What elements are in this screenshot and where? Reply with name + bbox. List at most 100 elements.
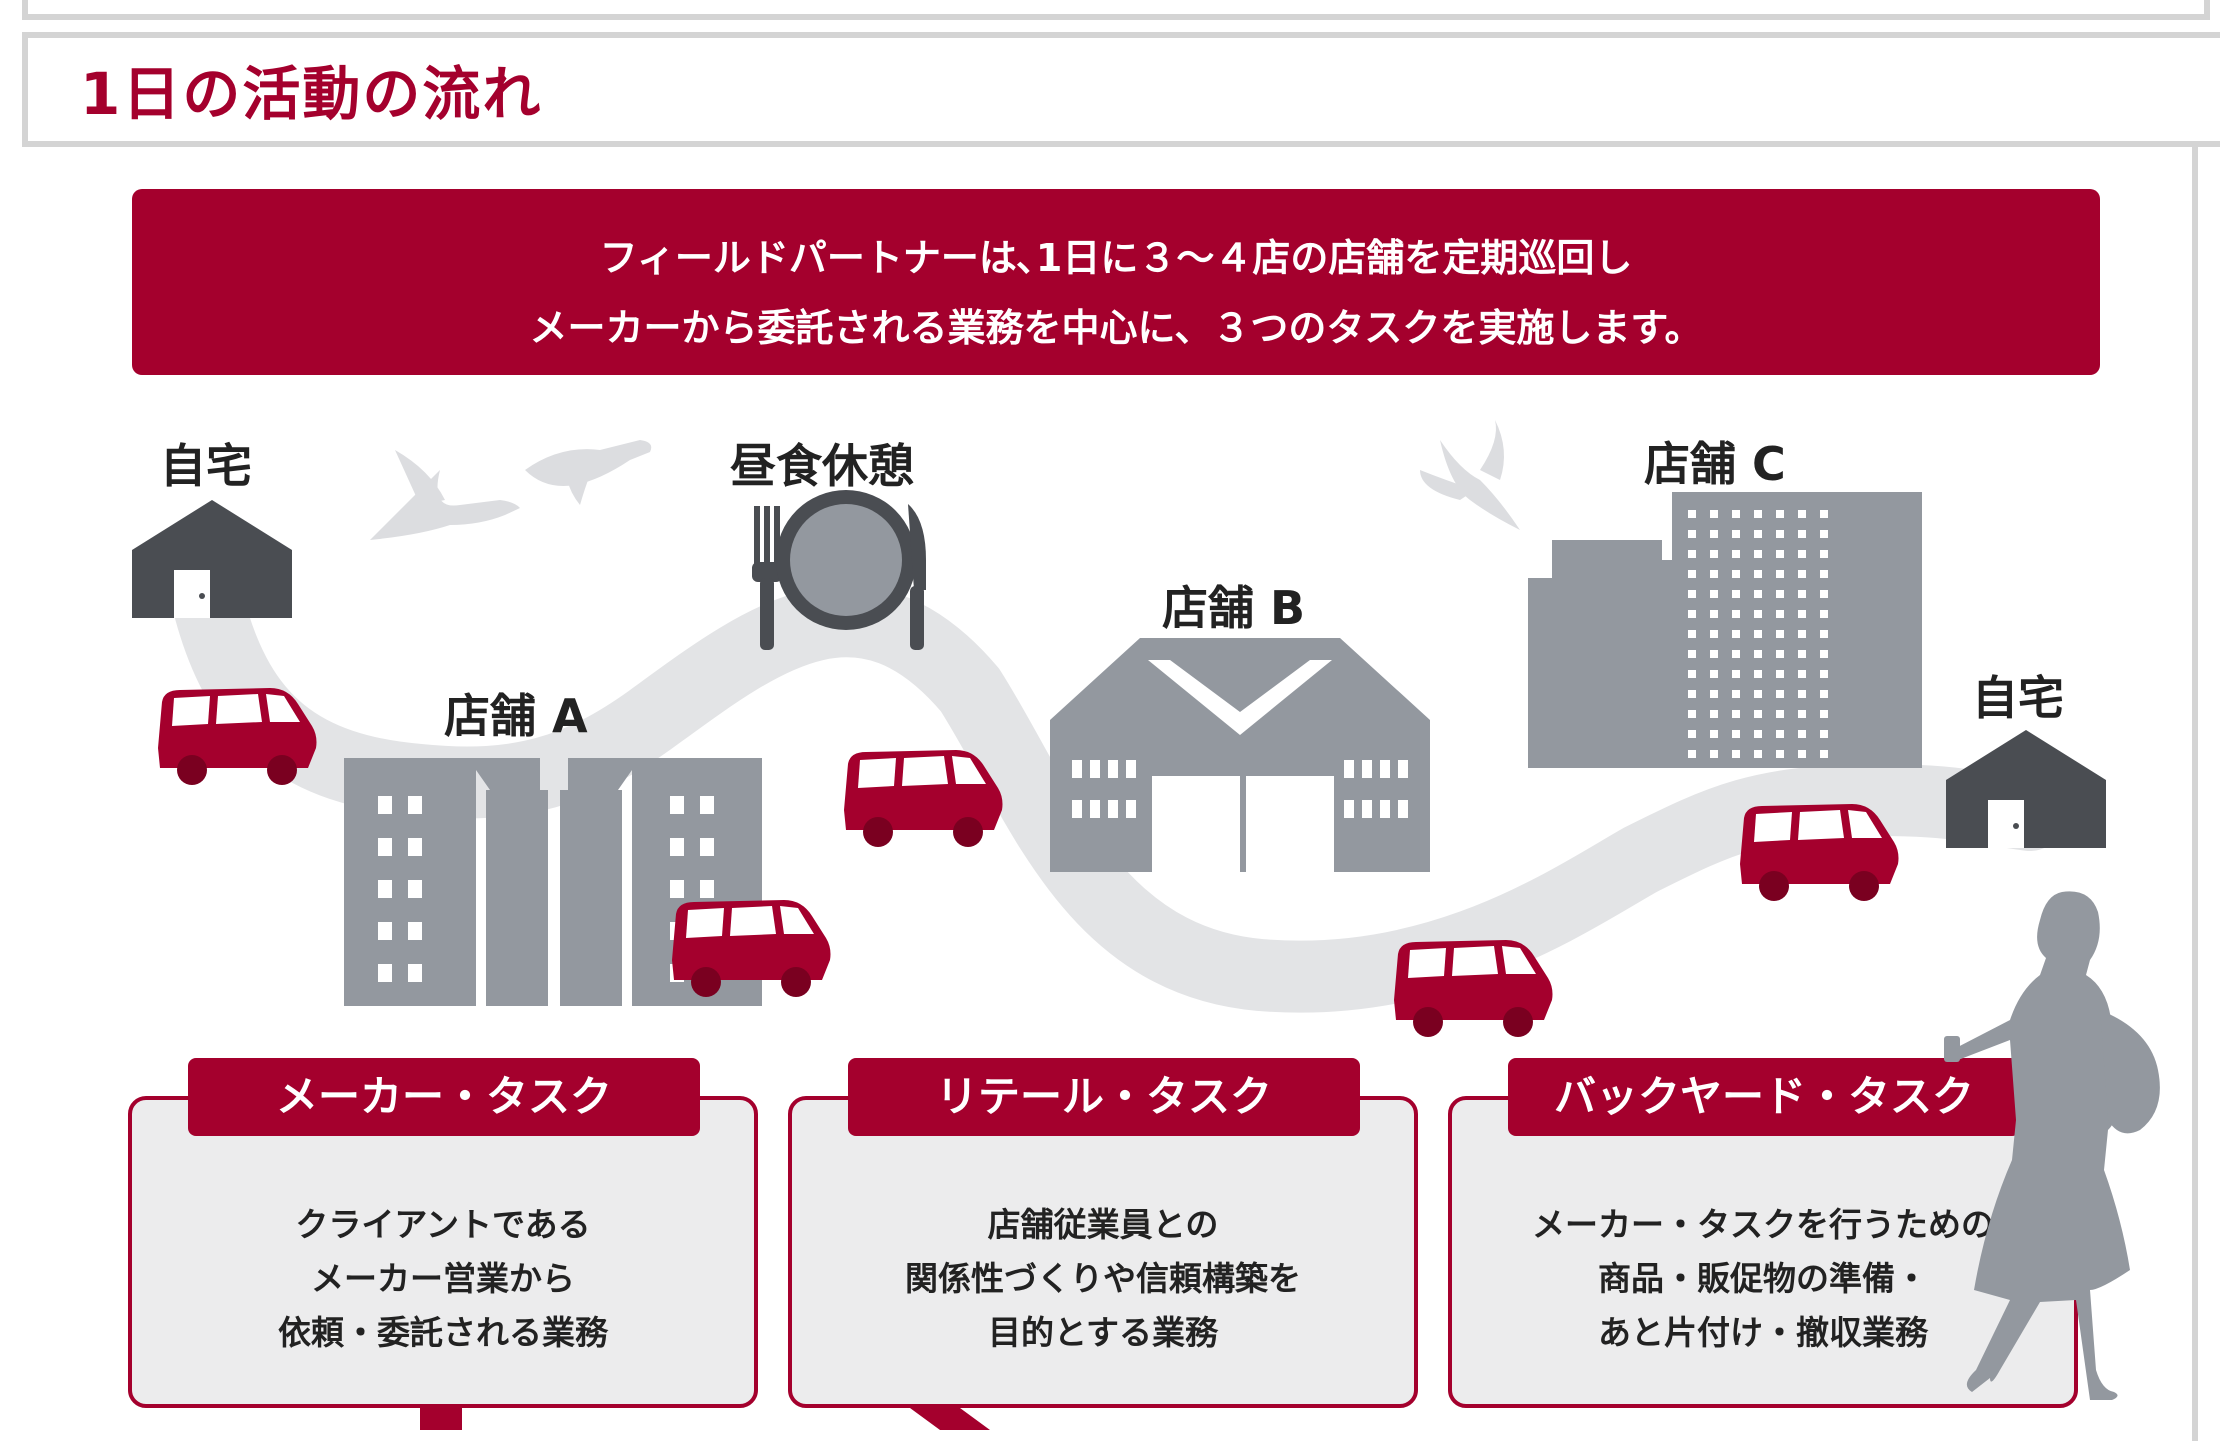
window xyxy=(1754,550,1762,558)
window xyxy=(1732,730,1740,738)
task-desc-retail: 店舗従業員との 関係性づくりや信頼構築を 目的とする業務 xyxy=(788,1198,1418,1360)
window xyxy=(1820,510,1828,518)
window xyxy=(1688,590,1696,598)
building-icon xyxy=(1528,492,1922,768)
window xyxy=(1710,590,1718,598)
window xyxy=(1776,510,1784,518)
window xyxy=(1820,650,1828,658)
building-icon xyxy=(1050,638,1430,872)
window xyxy=(1798,610,1806,618)
window xyxy=(1710,570,1718,578)
window xyxy=(1798,710,1806,718)
window xyxy=(1688,690,1696,698)
window xyxy=(1776,730,1784,738)
window xyxy=(1710,690,1718,698)
window xyxy=(1754,590,1762,598)
window xyxy=(1732,670,1740,678)
task-desc-line: クライアントである xyxy=(295,1205,591,1244)
window xyxy=(1688,750,1696,758)
banner-line-1: フィールドパートナーは､1日に３～４店の店舗を定期巡回し xyxy=(599,236,1633,280)
window xyxy=(1688,730,1696,738)
window xyxy=(1820,570,1828,578)
window xyxy=(1820,530,1828,538)
window xyxy=(1688,630,1696,638)
fork-icon xyxy=(752,506,782,650)
window xyxy=(1820,750,1828,758)
label-lunch: 昼食休憩 xyxy=(730,439,914,493)
window xyxy=(1820,610,1828,618)
banner-line-2: メーカーから委託される業務を中心に、３つのタスクを実施します。 xyxy=(529,306,1703,350)
window xyxy=(1820,670,1828,678)
window xyxy=(1754,610,1762,618)
window xyxy=(1688,530,1696,538)
window xyxy=(1710,530,1718,538)
window xyxy=(1732,570,1740,578)
window xyxy=(1776,570,1784,578)
window xyxy=(1754,650,1762,658)
building-icon xyxy=(344,758,762,1006)
window xyxy=(1798,690,1806,698)
window xyxy=(1732,630,1740,638)
window xyxy=(1754,750,1762,758)
connector-bar xyxy=(420,1408,462,1430)
window xyxy=(1798,570,1806,578)
window xyxy=(1776,530,1784,538)
window xyxy=(1710,610,1718,618)
window xyxy=(1754,530,1762,538)
window xyxy=(1732,650,1740,658)
window xyxy=(1776,650,1784,658)
window xyxy=(1798,590,1806,598)
task-desc-line: 依頼・委託される業務 xyxy=(278,1313,608,1352)
window xyxy=(1710,730,1718,738)
top-frame xyxy=(22,0,2210,20)
window xyxy=(1776,690,1784,698)
window xyxy=(1820,690,1828,698)
window xyxy=(1776,750,1784,758)
connector-bar xyxy=(910,1408,990,1430)
window xyxy=(1798,750,1806,758)
window xyxy=(1710,750,1718,758)
task-desc-line: あと片付け・撤収業務 xyxy=(1598,1313,1928,1352)
label-store-b: 店舗 B xyxy=(1162,581,1306,635)
label-home-start: 自宅 xyxy=(160,439,252,493)
task-desc-maker: クライアントである メーカー営業から 依頼・委託される業務 xyxy=(128,1198,758,1360)
window xyxy=(1776,610,1784,618)
task-desc-backyard: メーカー・タスクを行うための 商品・販促物の準備・ あと片付け・撤収業務 xyxy=(1448,1198,2078,1360)
window xyxy=(1754,630,1762,638)
window xyxy=(1754,570,1762,578)
window xyxy=(1732,590,1740,598)
window xyxy=(1688,510,1696,518)
window xyxy=(1754,510,1762,518)
task-desc-line: 商品・販促物の準備・ xyxy=(1598,1259,1928,1298)
window xyxy=(1688,570,1696,578)
task-box-maker xyxy=(128,1096,758,1408)
label-store-a: 店舗 A xyxy=(444,689,588,743)
window xyxy=(1688,650,1696,658)
window xyxy=(1688,610,1696,618)
task-title-backyard: バックヤード・タスク xyxy=(1508,1058,2020,1136)
window xyxy=(1798,630,1806,638)
window xyxy=(1776,590,1784,598)
task-desc-line: 目的とする業務 xyxy=(987,1313,1218,1352)
intro-banner: フィールドパートナーは､1日に３～４店の店舗を定期巡回し メーカーから委託される… xyxy=(132,189,2100,375)
window xyxy=(1688,670,1696,678)
window xyxy=(1710,710,1718,718)
window xyxy=(1732,510,1740,518)
window xyxy=(1710,670,1718,678)
window xyxy=(1732,690,1740,698)
bird-icon xyxy=(525,440,652,505)
window xyxy=(1820,730,1828,738)
person-silhouette-icon xyxy=(1944,891,2160,1400)
window xyxy=(1798,670,1806,678)
window xyxy=(1776,670,1784,678)
bird-icon xyxy=(370,450,520,540)
window xyxy=(1754,710,1762,718)
label-store-c: 店舗 C xyxy=(1644,437,1786,491)
window xyxy=(1710,550,1718,558)
window xyxy=(1798,550,1806,558)
window xyxy=(1710,510,1718,518)
page-title: 1日の活動の流れ xyxy=(80,60,543,128)
window xyxy=(1732,610,1740,618)
